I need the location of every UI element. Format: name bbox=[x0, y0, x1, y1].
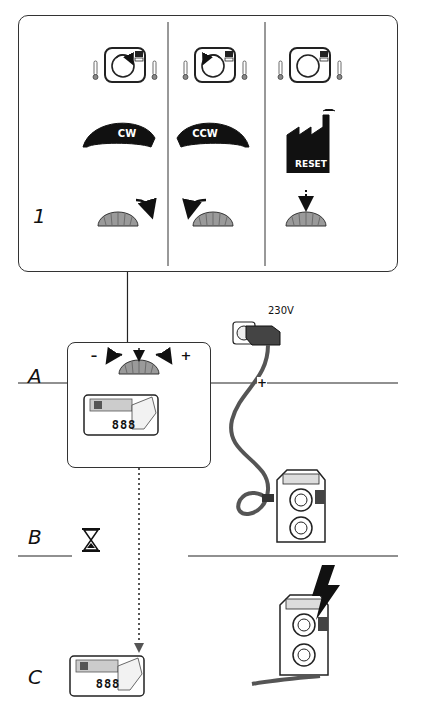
node-text: RESET bbox=[295, 160, 327, 169]
panel-box: 1 CW CCW RESET bbox=[18, 15, 398, 272]
panel-box: – +888 bbox=[67, 342, 211, 468]
node-text: 888 bbox=[112, 419, 137, 431]
symbol-node: CW bbox=[81, 120, 157, 148]
node-text: 1 bbox=[33, 206, 46, 226]
row-label: C bbox=[28, 667, 42, 687]
panel-box: 888 bbox=[68, 652, 148, 700]
row-label: B bbox=[28, 527, 42, 547]
connector-line bbox=[127, 272, 128, 342]
node-text: CW bbox=[118, 129, 136, 139]
symbol-node: RESET bbox=[283, 109, 339, 173]
row-label: 230V bbox=[268, 306, 294, 316]
dotted-arrow bbox=[138, 468, 140, 652]
symbol-node: CCW bbox=[175, 120, 251, 148]
row-label: A bbox=[28, 366, 42, 386]
node-text: – bbox=[91, 349, 98, 362]
node-text: + bbox=[181, 349, 192, 362]
node-text: CCW bbox=[192, 129, 218, 139]
node-text: 888 bbox=[96, 678, 121, 690]
row-label: + bbox=[257, 377, 267, 389]
